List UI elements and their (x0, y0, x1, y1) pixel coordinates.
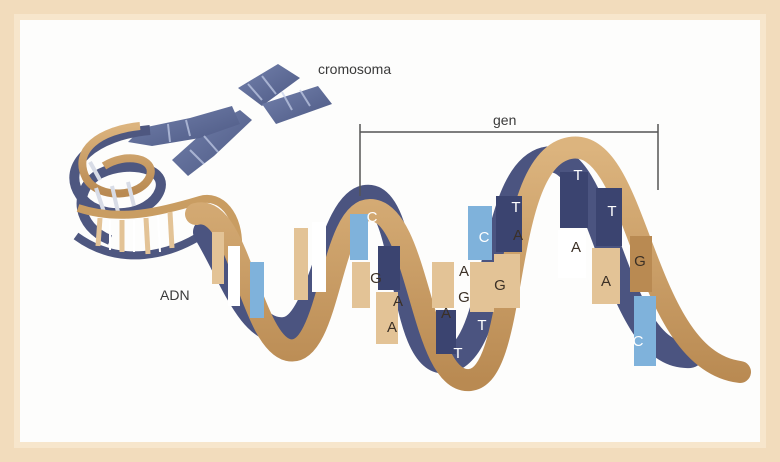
base-letter: G (458, 289, 470, 306)
base-letter: T (511, 199, 520, 216)
chromosome-label: cromosoma (318, 61, 391, 77)
base-letter: T (453, 345, 462, 362)
base-letter: G (494, 277, 506, 294)
base-letter: G (634, 253, 646, 270)
base-letter: C (479, 229, 490, 246)
base-letter: A (571, 239, 581, 256)
base-letter: A (513, 227, 523, 244)
base-letter: A (601, 273, 611, 290)
base-letter: A (393, 293, 403, 310)
base-letter: C (367, 209, 378, 226)
base-letter: T (573, 167, 582, 184)
chromosome (128, 64, 332, 176)
base-letter: T (477, 317, 486, 334)
dna-label: ADN (160, 287, 190, 303)
base-letter: A (459, 263, 469, 280)
base-letter: G (370, 270, 382, 287)
base-letter: T (607, 203, 616, 220)
base-letter: A (441, 305, 451, 322)
gene-label: gen (493, 112, 516, 128)
base-letter: C (633, 333, 644, 350)
base-letter: A (387, 319, 397, 336)
